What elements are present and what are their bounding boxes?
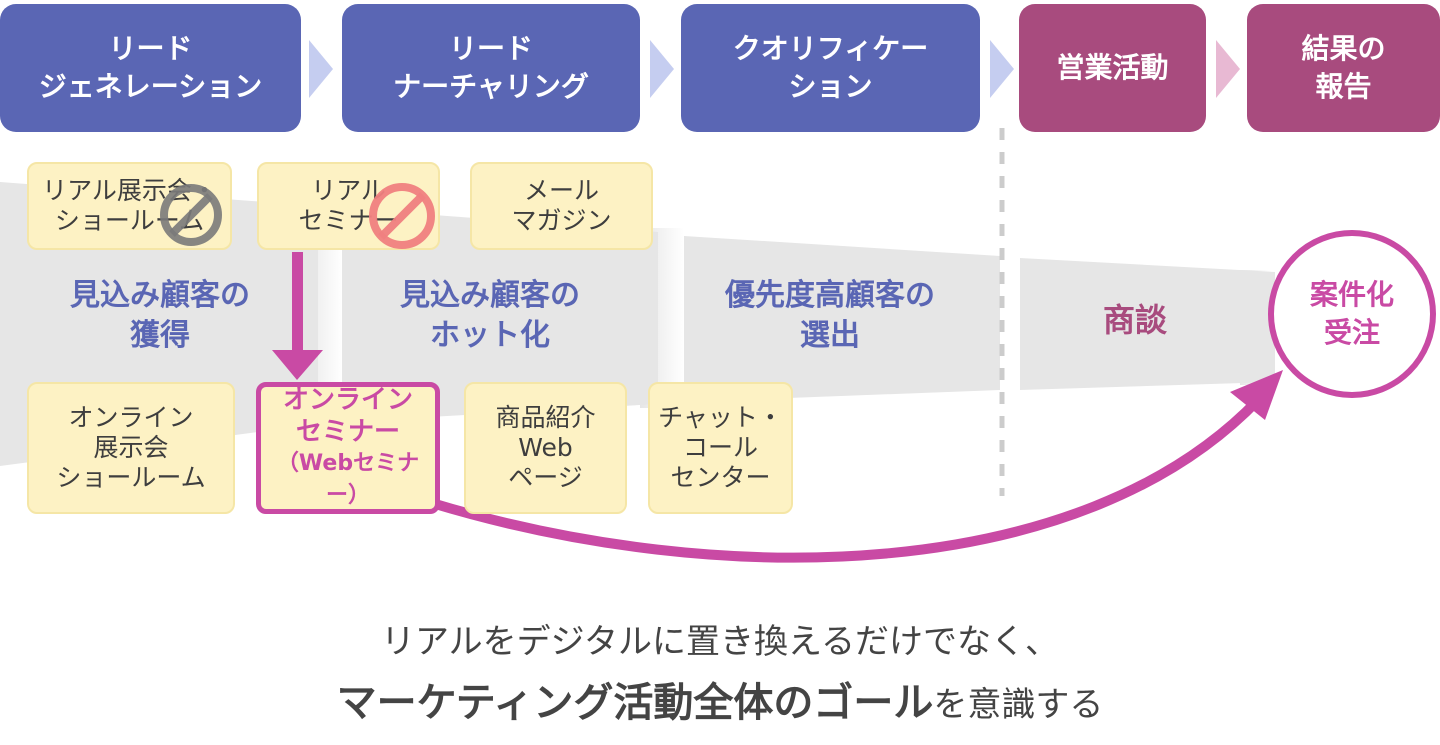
goal-deal-order: 案件化 受注 (1268, 230, 1436, 398)
step-select-priority: 優先度高顧客の 選出 (725, 278, 935, 353)
note-mail-magazine: メール マガジン (470, 162, 653, 250)
stage-sales-activity: 営業活動 (1019, 4, 1206, 132)
curved-arrow (427, 395, 1263, 563)
note-online-seminar-sub: （Webセミナー） (276, 451, 420, 508)
prohibited-icon (369, 183, 435, 249)
caption-goal-rest: を意識する (933, 685, 1104, 725)
funnel-fade-3 (1240, 270, 1270, 385)
funnel-segment-3 (684, 236, 1000, 402)
note-online-exhibition: オンライン 展示会 ショールーム (27, 382, 235, 514)
prohibited-icon (160, 184, 222, 246)
down-arrow-head (272, 350, 323, 380)
chevron-right-icon (309, 40, 333, 98)
note-online-seminar-label: オンライン セミナー (282, 385, 413, 447)
note-chat-call-center: チャット・ コール センター (648, 382, 793, 514)
stage-qualification: クオリフィケー ション (681, 4, 980, 132)
caption-goal-emphasis: マーケティング活動全体のゴール (336, 680, 934, 726)
note-product-webpage: 商品紹介 Web ページ (464, 382, 627, 514)
funnel-fade-2 (640, 228, 684, 408)
funnel-segment-2 (342, 208, 658, 422)
down-arrow-shaft (292, 252, 303, 352)
chevron-right-icon (650, 40, 674, 98)
stage-lead-nurturing: リード ナーチャリング (342, 4, 640, 132)
caption-line-1: リアルをデジタルに置き換えるだけでなく、 (381, 622, 1059, 662)
chevron-right-icon (1216, 40, 1240, 98)
stage-result-report: 結果の 報告 (1247, 4, 1440, 132)
stage-lead-generation: リード ジェネレーション (0, 4, 301, 132)
note-online-seminar: オンライン セミナー （Webセミナー） (256, 382, 440, 514)
caption-line-2: マーケティング活動全体のゴールを意識する (0, 670, 1440, 728)
step-negotiation: 商談 (1102, 301, 1167, 339)
funnel-segment-4 (1020, 258, 1275, 390)
curved-arrow-head (1230, 370, 1283, 420)
step-acquire-prospects: 見込み顧客の 獲得 (70, 278, 250, 353)
step-warm-prospects: 見込み顧客の ホット化 (400, 278, 580, 353)
chevron-right-icon (990, 40, 1014, 98)
